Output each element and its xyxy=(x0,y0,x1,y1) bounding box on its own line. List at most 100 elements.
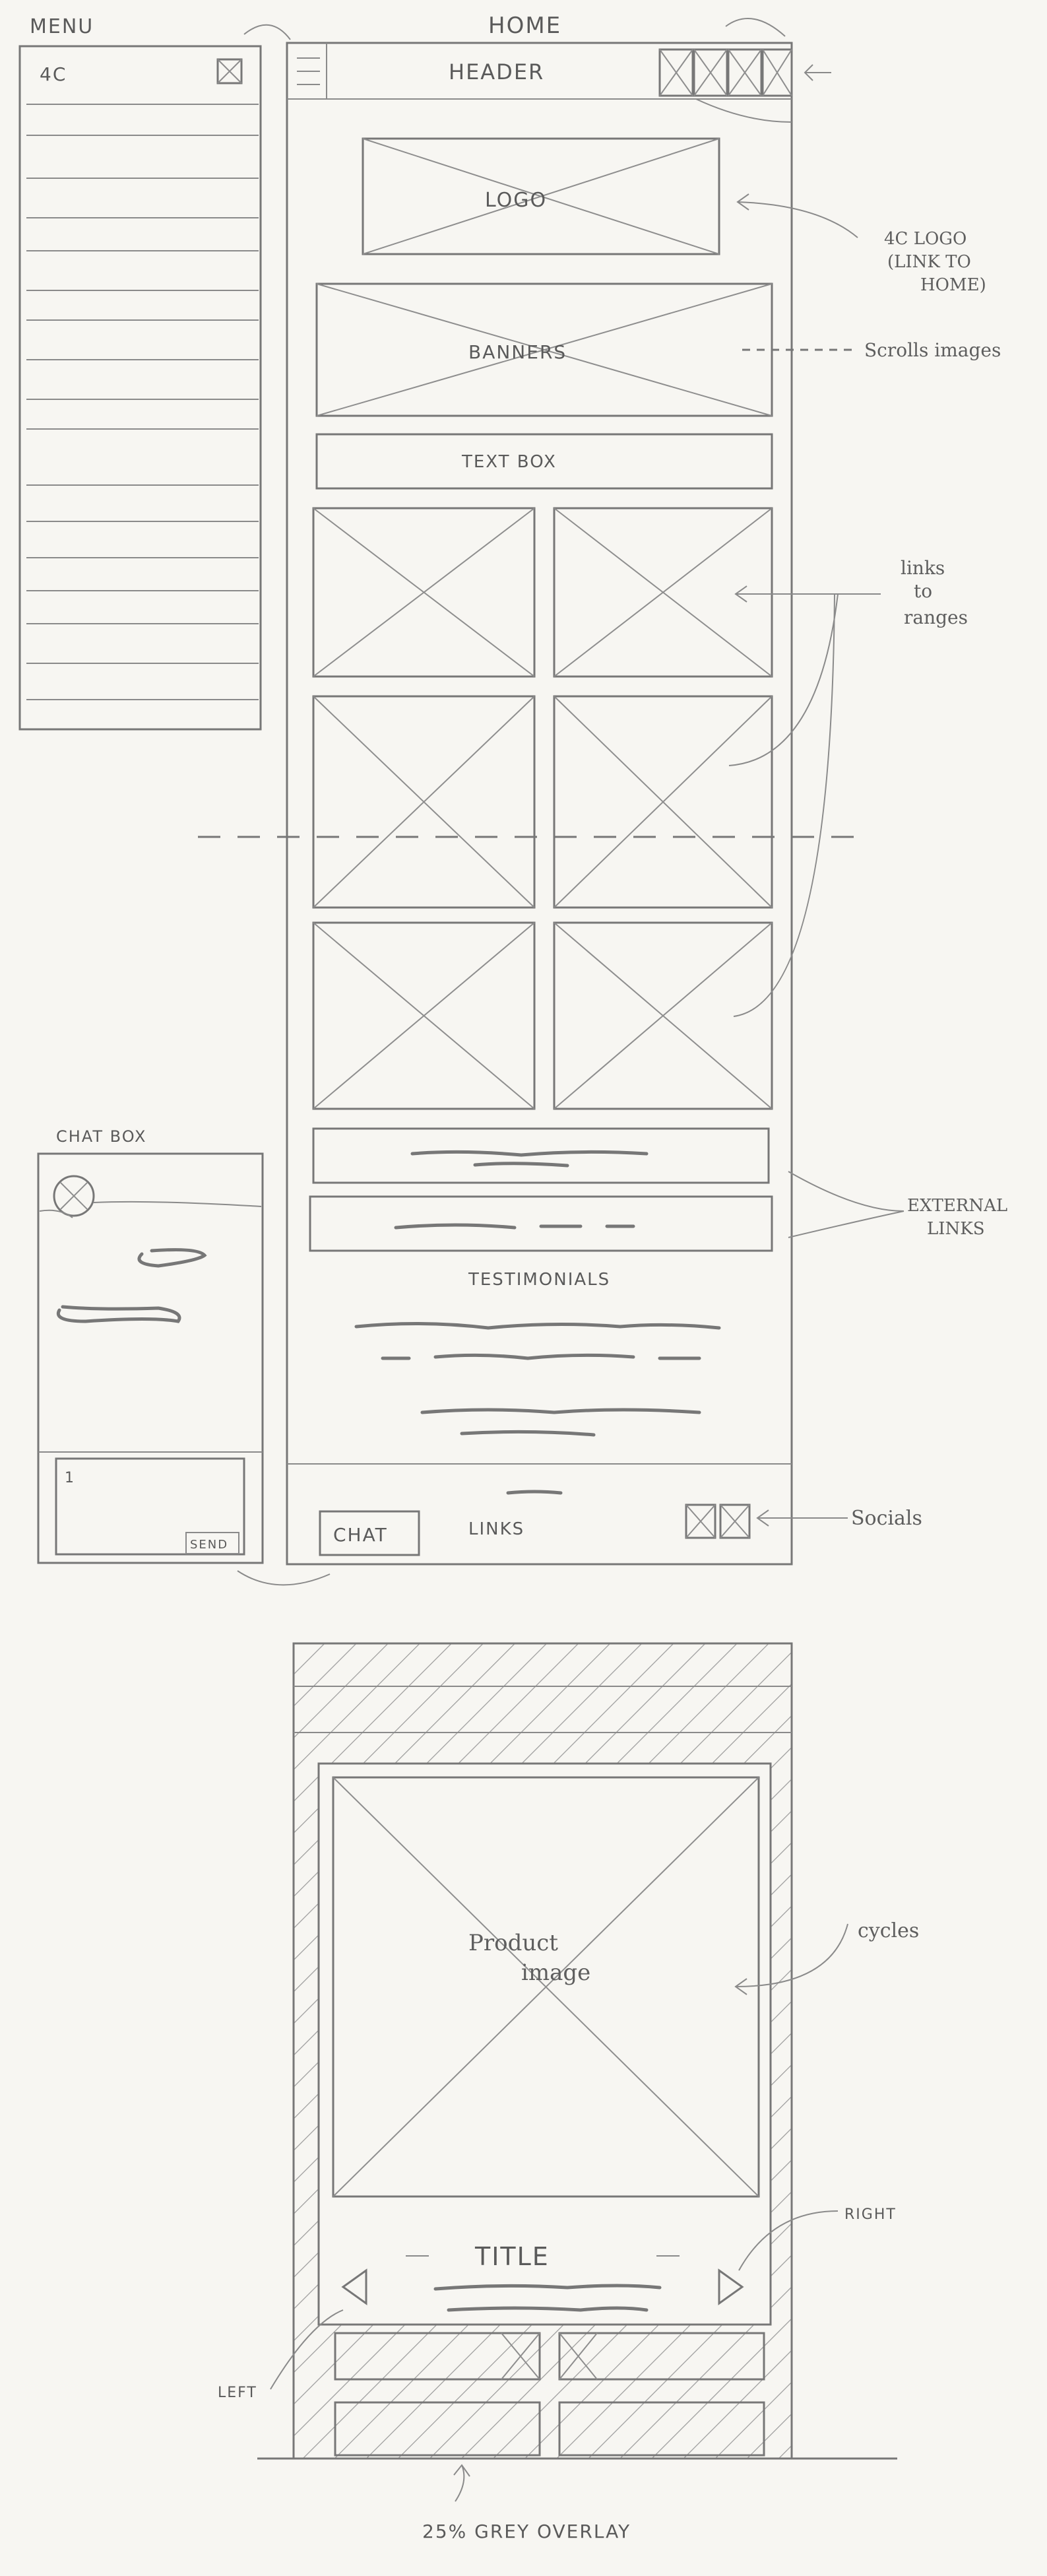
annotation-left: LEFT xyxy=(218,2385,257,2401)
product-overlay-screen: Product image TITLE xyxy=(257,1642,897,2460)
testimonials-heading: TESTIMONIALS xyxy=(468,1270,610,1290)
header-title: HEADER xyxy=(449,59,544,84)
annotation-banners: Scrolls images xyxy=(864,339,1001,361)
product-thumbnail[interactable] xyxy=(334,2332,541,2381)
chat-message-input[interactable]: 1 xyxy=(55,1457,245,1556)
prev-arrow-icon[interactable] xyxy=(341,2268,367,2305)
annotation-arrow xyxy=(756,1509,848,1527)
social-icon-1[interactable] xyxy=(685,1503,716,1539)
menu-brand: 4C xyxy=(40,63,67,85)
footer: CHAT LINKS xyxy=(287,1463,792,1556)
header-icon-3[interactable] xyxy=(727,48,763,97)
text-box-label: TEXT BOX xyxy=(461,452,557,472)
annotation-external: EXTERNAL xyxy=(907,1196,1007,1216)
chat-box-panel: CHAT BOX 1 SEND xyxy=(37,1127,264,1564)
annotation-logo: 4C LOGO xyxy=(884,229,967,249)
annotation-socials: Socials xyxy=(851,1507,922,1530)
chat-message-bubble xyxy=(56,1305,181,1323)
annotation-arrow xyxy=(734,1923,848,1995)
annotation-arrow xyxy=(453,2464,470,2502)
annotation-external: LINKS xyxy=(927,1219,985,1239)
next-arrow-icon[interactable] xyxy=(718,2268,744,2305)
annotation-arrow xyxy=(788,1210,904,1238)
menu-transition-arrow xyxy=(243,24,291,40)
annotation-ranges: links xyxy=(901,557,945,579)
home-caption: HOME xyxy=(488,13,561,39)
menu-close-icon[interactable] xyxy=(216,58,243,84)
chat-divider xyxy=(39,1209,73,1218)
range-tile[interactable] xyxy=(553,921,773,1110)
header-icon-2[interactable] xyxy=(693,48,728,97)
chat-transition-arrow xyxy=(237,1570,331,1586)
annotation-logo: (LINK TO xyxy=(887,252,971,272)
hamburger-menu-icon[interactable] xyxy=(297,57,320,85)
product-title: TITLE xyxy=(474,2242,550,2271)
home-screen: HOME HEADER xyxy=(198,13,871,1586)
banner-label: BANNERS xyxy=(468,341,567,363)
product-modal xyxy=(317,1762,772,2326)
range-tile-grid xyxy=(312,507,773,1110)
testimonial-text xyxy=(381,1353,701,1360)
footer-links[interactable]: LINKS xyxy=(468,1519,524,1539)
annotation-arrow xyxy=(733,593,835,1017)
annotation-arrow xyxy=(736,193,858,238)
header-icon-pointer-arrow-2 xyxy=(695,98,792,123)
external-link-2[interactable] xyxy=(309,1195,773,1252)
annotation-arrow xyxy=(788,1171,904,1212)
chat-divider xyxy=(93,1201,262,1207)
annotation-arrow xyxy=(728,593,839,766)
testimonial-text xyxy=(460,1430,596,1437)
chat-message-bubble xyxy=(137,1248,207,1268)
product-thumbnail[interactable] xyxy=(558,2401,765,2457)
text-box: TEXT BOX xyxy=(315,433,773,490)
header-bar: HEADER xyxy=(287,43,831,123)
social-icon-2[interactable] xyxy=(719,1503,751,1539)
annotation-arrow xyxy=(270,2309,344,2390)
annotation-ranges: ranges xyxy=(904,607,968,628)
send-button-label: SEND xyxy=(190,1538,228,1552)
product-description xyxy=(447,2306,649,2312)
banner-carousel[interactable]: BANNERS xyxy=(315,282,773,417)
footer-scribble xyxy=(506,1490,563,1495)
chat-button[interactable]: CHAT xyxy=(319,1510,420,1556)
annotations: 4C LOGO (LINK TO HOME) Scrolls images li… xyxy=(218,193,1007,2542)
product-thumbnail[interactable] xyxy=(334,2401,541,2457)
annotation-cycles: cycles xyxy=(858,1919,919,1942)
logo-placeholder[interactable]: LOGO xyxy=(362,137,720,255)
menu-caption: MENU xyxy=(30,15,94,38)
logo-label: LOGO xyxy=(485,189,547,212)
chat-button-label: CHAT xyxy=(333,1524,388,1546)
chat-avatar xyxy=(53,1175,95,1217)
annotation-logo: HOME) xyxy=(920,275,986,295)
annotation-ranges: to xyxy=(914,580,932,602)
annotation-right: RIGHT xyxy=(844,2206,897,2223)
testimonial-text xyxy=(354,1321,721,1330)
product-image-label: image xyxy=(521,1960,590,1986)
product-image[interactable]: Product image xyxy=(332,1776,760,2198)
send-button[interactable]: SEND xyxy=(185,1532,239,1554)
chat-box-caption: CHAT BOX xyxy=(56,1127,147,1146)
annotation-arrow xyxy=(734,585,881,603)
product-description xyxy=(433,2284,662,2291)
header-icon-1[interactable] xyxy=(658,48,694,97)
menu-panel: MENU 4C xyxy=(18,15,291,731)
annotation-overlay: 25% GREY OVERLAY xyxy=(422,2521,631,2542)
home-caption-arrow xyxy=(725,18,786,37)
external-link-1[interactable] xyxy=(312,1127,770,1184)
home-frame xyxy=(286,42,793,1566)
header-icon-4[interactable] xyxy=(761,48,793,97)
product-thumbnail[interactable] xyxy=(558,2332,765,2381)
range-tile[interactable] xyxy=(553,507,773,678)
product-image-label: Product xyxy=(468,1930,558,1956)
menu-item-list[interactable] xyxy=(26,104,259,700)
testimonials-section: TESTIMONIALS xyxy=(354,1270,721,1437)
testimonial-text xyxy=(420,1408,701,1414)
header-icon-pointer-arrow xyxy=(804,64,831,81)
range-tile[interactable] xyxy=(553,695,773,909)
annotation-arrow xyxy=(738,2210,839,2271)
range-tile[interactable] xyxy=(312,507,536,678)
chat-input-value: 1 xyxy=(65,1470,75,1486)
range-tile[interactable] xyxy=(312,695,536,909)
range-tile[interactable] xyxy=(312,921,536,1110)
